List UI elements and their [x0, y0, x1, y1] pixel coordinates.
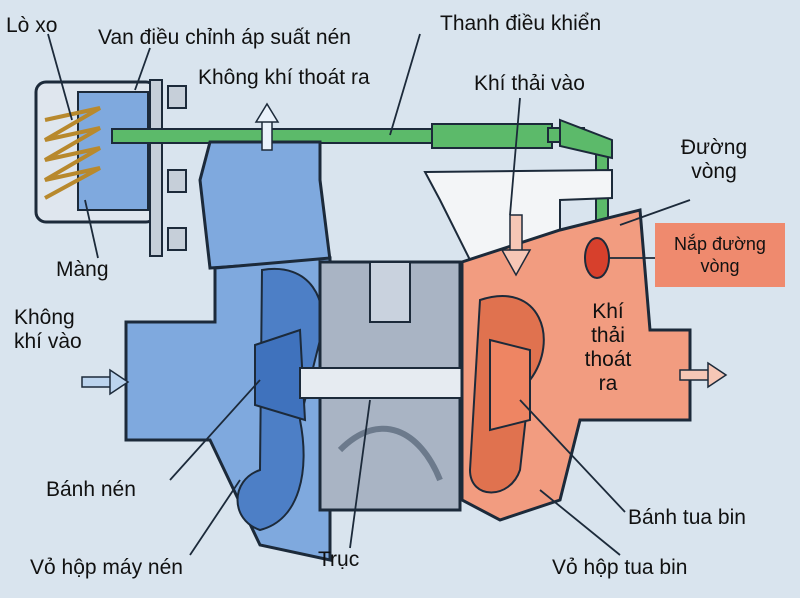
label-air-in: Không khí vào [14, 306, 82, 354]
label-air-in-line1: Không [14, 306, 75, 329]
control-rod [111, 118, 613, 241]
label-exhaust-out-line3: thoát [584, 348, 632, 372]
label-bypass-passage-line2: vòng [691, 160, 737, 184]
label-shaft: Trục [318, 548, 360, 571]
spring [43, 106, 102, 200]
label-exhaust-out: Khí thải thoát ra [578, 300, 638, 397]
label-bypass-valve-line2: vòng [700, 256, 740, 276]
exhaust-in-arrow [500, 214, 532, 277]
label-bypass-passage-line1: Đường [680, 136, 748, 159]
label-bypass-valve-line1: Nắp đường [674, 233, 766, 254]
label-spring: Lò xo [6, 14, 58, 37]
label-air-out: Không khí thoát ra [198, 66, 370, 89]
label-exhaust-out-line4: ra [598, 372, 618, 396]
wastegate-actuator [34, 79, 187, 257]
compressor-outlet [198, 140, 332, 270]
label-compressor-wheel: Bánh nén [46, 478, 136, 501]
exhaust-out-arrow [679, 361, 728, 389]
label-exhaust-out-line2: thải [591, 324, 625, 348]
label-exhaust-out-line1: Khí [592, 300, 624, 323]
label-turbine-wheel: Bánh tua bin [628, 506, 746, 529]
air-out-arrow [254, 102, 280, 151]
label-control-rod: Thanh điều khiển [440, 12, 602, 35]
leader-lines [47, 33, 691, 556]
label-wastegate-valve: Van điều chỉnh áp suất nén [98, 26, 351, 49]
turbine-wheel [489, 338, 531, 432]
label-bypass-valve-box: Nắp đường vòng [655, 223, 785, 287]
label-air-in-line2: khí vào [14, 330, 82, 354]
label-turbine-housing: Vỏ hộp tua bin [552, 556, 688, 579]
label-exhaust-in: Khí thải vào [474, 72, 585, 95]
label-diaphragm: Màng [56, 258, 109, 281]
compressor-wheel [254, 328, 307, 422]
bypass-valve [584, 237, 610, 279]
label-bypass-passage: Đường vòng [664, 136, 764, 184]
air-in-arrow [81, 368, 130, 396]
label-compressor-housing: Vỏ hộp máy nén [30, 556, 183, 579]
